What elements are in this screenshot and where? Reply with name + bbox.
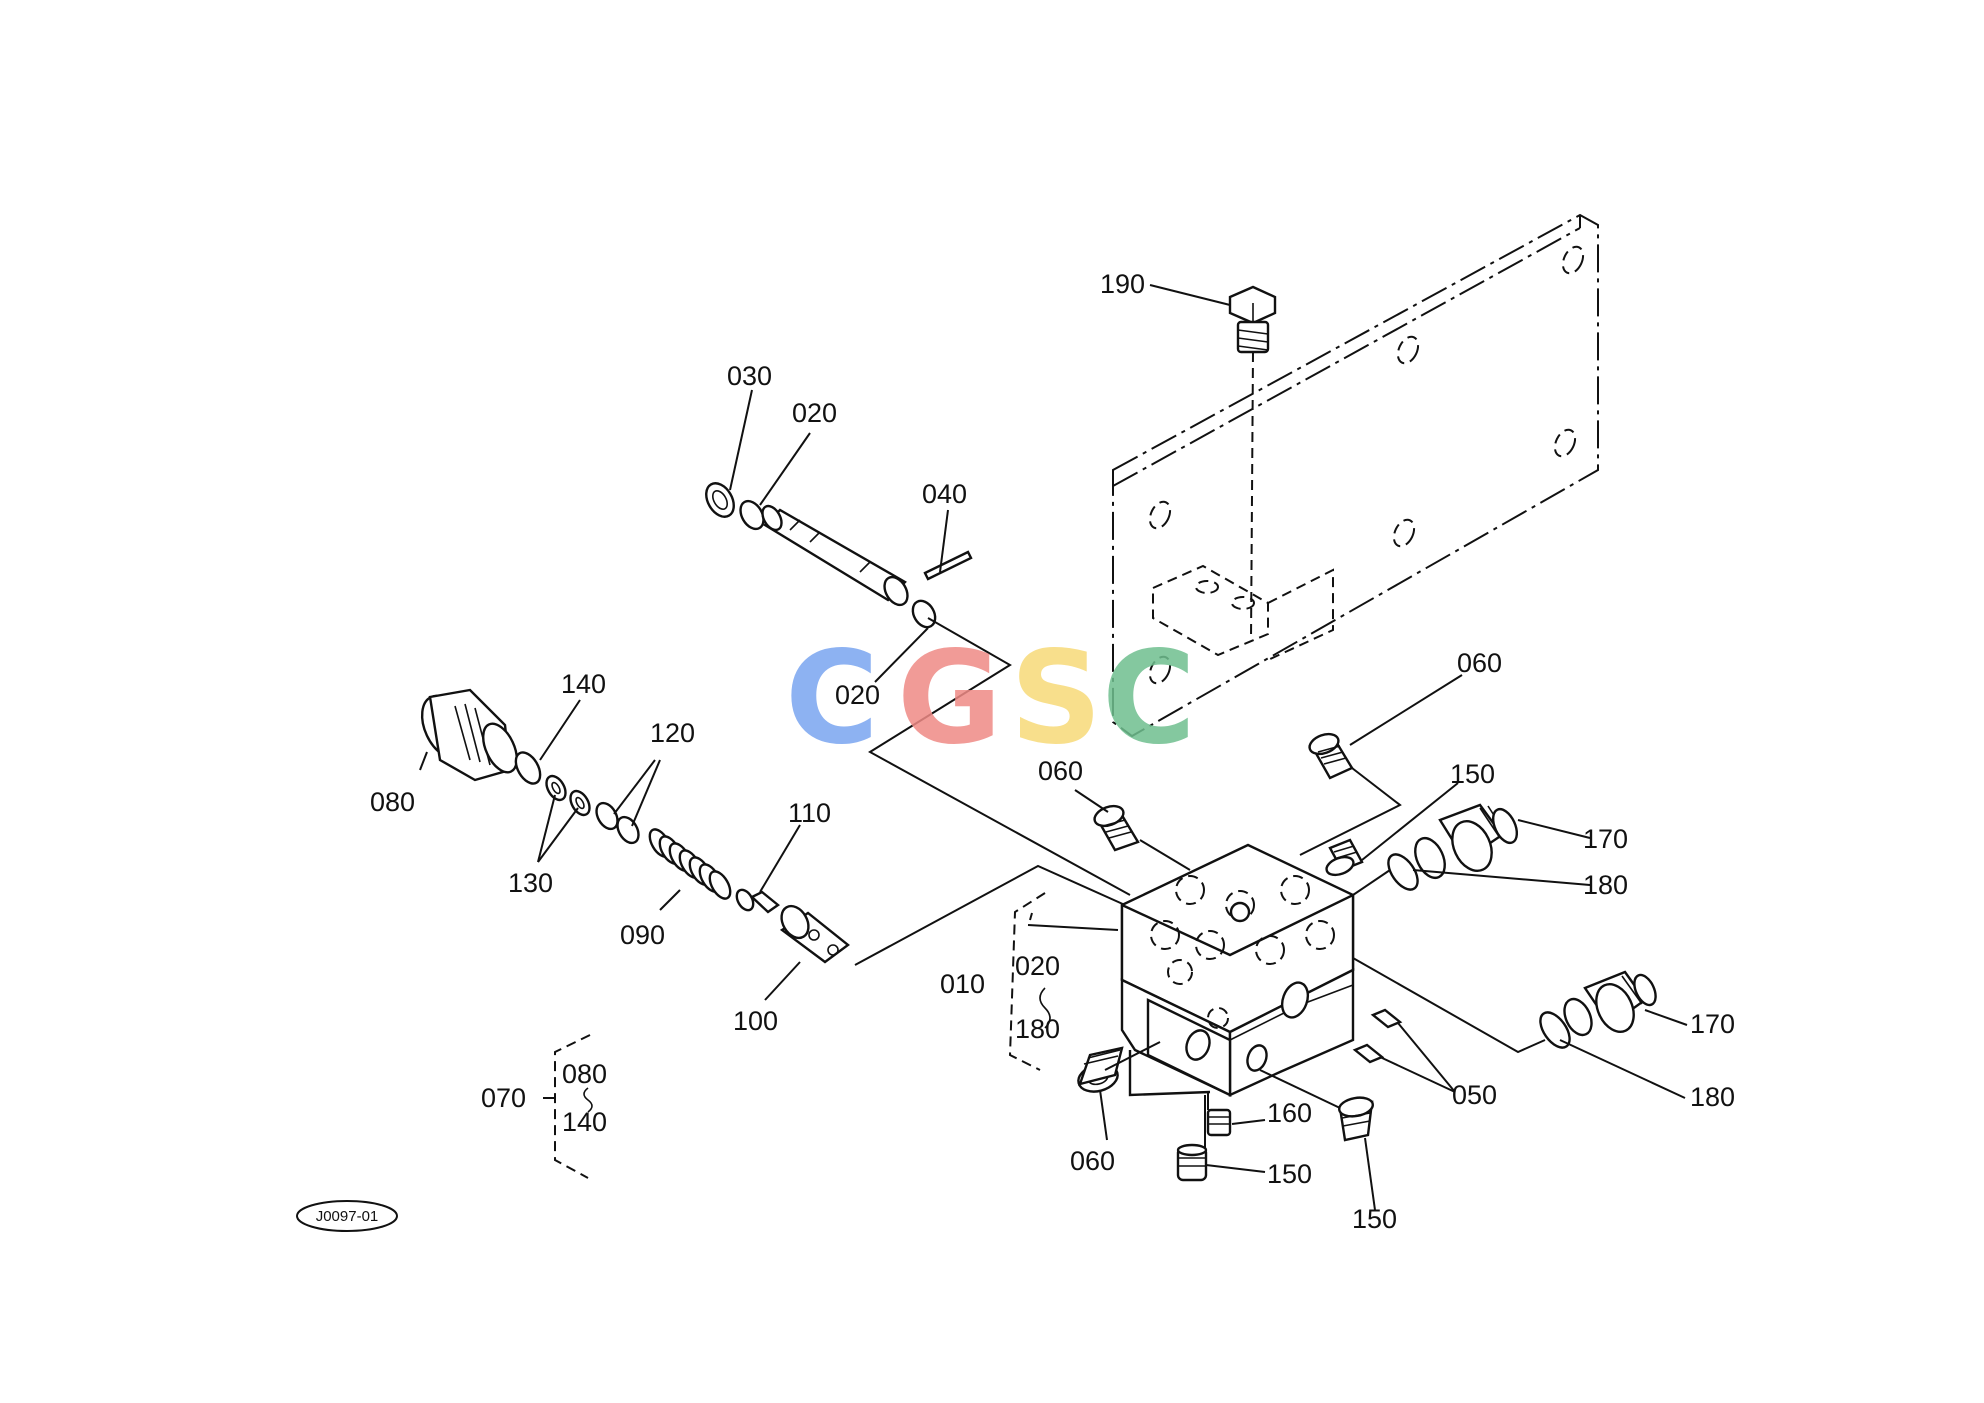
- plug-150-right: [1325, 838, 1364, 877]
- part-labels: 190 030 020 040 020 060 060 140 120 080 …: [370, 269, 1735, 1234]
- label-060-left: 060: [1038, 756, 1083, 786]
- label-170-upper: 170: [1583, 824, 1628, 854]
- label-020-top: 020: [792, 398, 837, 428]
- bracket-010: [1008, 892, 1051, 1071]
- plug-150-right-bottom: [1337, 1096, 1375, 1142]
- reference-code-text: J0097-01: [316, 1208, 379, 1225]
- label-070-080: 080: [562, 1059, 607, 1089]
- spool-assembly: [705, 482, 973, 629]
- label-120: 120: [650, 718, 695, 748]
- label-070-140: 140: [562, 1107, 607, 1137]
- label-090: 090: [620, 920, 665, 950]
- label-070: 070: [481, 1083, 526, 1113]
- label-180-upper: 180: [1583, 870, 1628, 900]
- label-180-lower: 180: [1690, 1082, 1735, 1112]
- o-ring-180-lower: [1539, 1011, 1571, 1049]
- fitting-170-lower: [1563, 970, 1657, 1037]
- pins-050: [1352, 1008, 1403, 1064]
- reference-code: J0097-01: [296, 1200, 398, 1232]
- plug-060-bottom: [1077, 1046, 1124, 1093]
- label-150-top: 150: [1450, 759, 1495, 789]
- label-190: 190: [1100, 269, 1145, 299]
- plug-060-top: [1308, 732, 1354, 780]
- bolt-190: [1228, 285, 1277, 641]
- relief-valve-assembly: [420, 688, 850, 964]
- watermark-letter-g: G: [897, 624, 1002, 773]
- bracket-070: [543, 1034, 593, 1179]
- label-060-bottom: 060: [1070, 1146, 1115, 1176]
- label-130: 130: [508, 868, 553, 898]
- spring-090: [648, 828, 732, 900]
- label-140: 140: [561, 669, 606, 699]
- watermark-letter-s: S: [1010, 624, 1102, 773]
- label-100: 100: [733, 1006, 778, 1036]
- label-010-180: 180: [1015, 1014, 1060, 1044]
- leader-lines: [419, 284, 1688, 1211]
- label-050: 050: [1452, 1080, 1497, 1110]
- label-020-mid: 020: [835, 680, 880, 710]
- label-150-bottom: 150: [1267, 1159, 1312, 1189]
- plug-060-left: [1093, 804, 1140, 852]
- label-160: 160: [1267, 1098, 1312, 1128]
- label-150-right-bottom: 150: [1352, 1204, 1397, 1234]
- plug-160: [1206, 1108, 1232, 1137]
- watermark-letter-c2: C: [1102, 624, 1196, 773]
- label-060-top: 060: [1457, 648, 1502, 678]
- plug-150-bottom: [1176, 1143, 1208, 1182]
- fitting-170-upper: [1414, 803, 1519, 880]
- label-030: 030: [727, 361, 772, 391]
- mounting-plate: [1112, 213, 1599, 738]
- o-ring-180-upper: [1387, 853, 1419, 891]
- label-010: 010: [940, 969, 985, 999]
- label-040: 040: [922, 479, 967, 509]
- label-010-020: 020: [1015, 951, 1060, 981]
- label-170-lower: 170: [1690, 1009, 1735, 1039]
- label-080: 080: [370, 787, 415, 817]
- watermark-letter-c1: C: [785, 624, 879, 773]
- watermark-cgsc: C G S C: [785, 624, 1196, 773]
- label-110: 110: [788, 798, 831, 828]
- valve-body-010: [1120, 843, 1355, 1097]
